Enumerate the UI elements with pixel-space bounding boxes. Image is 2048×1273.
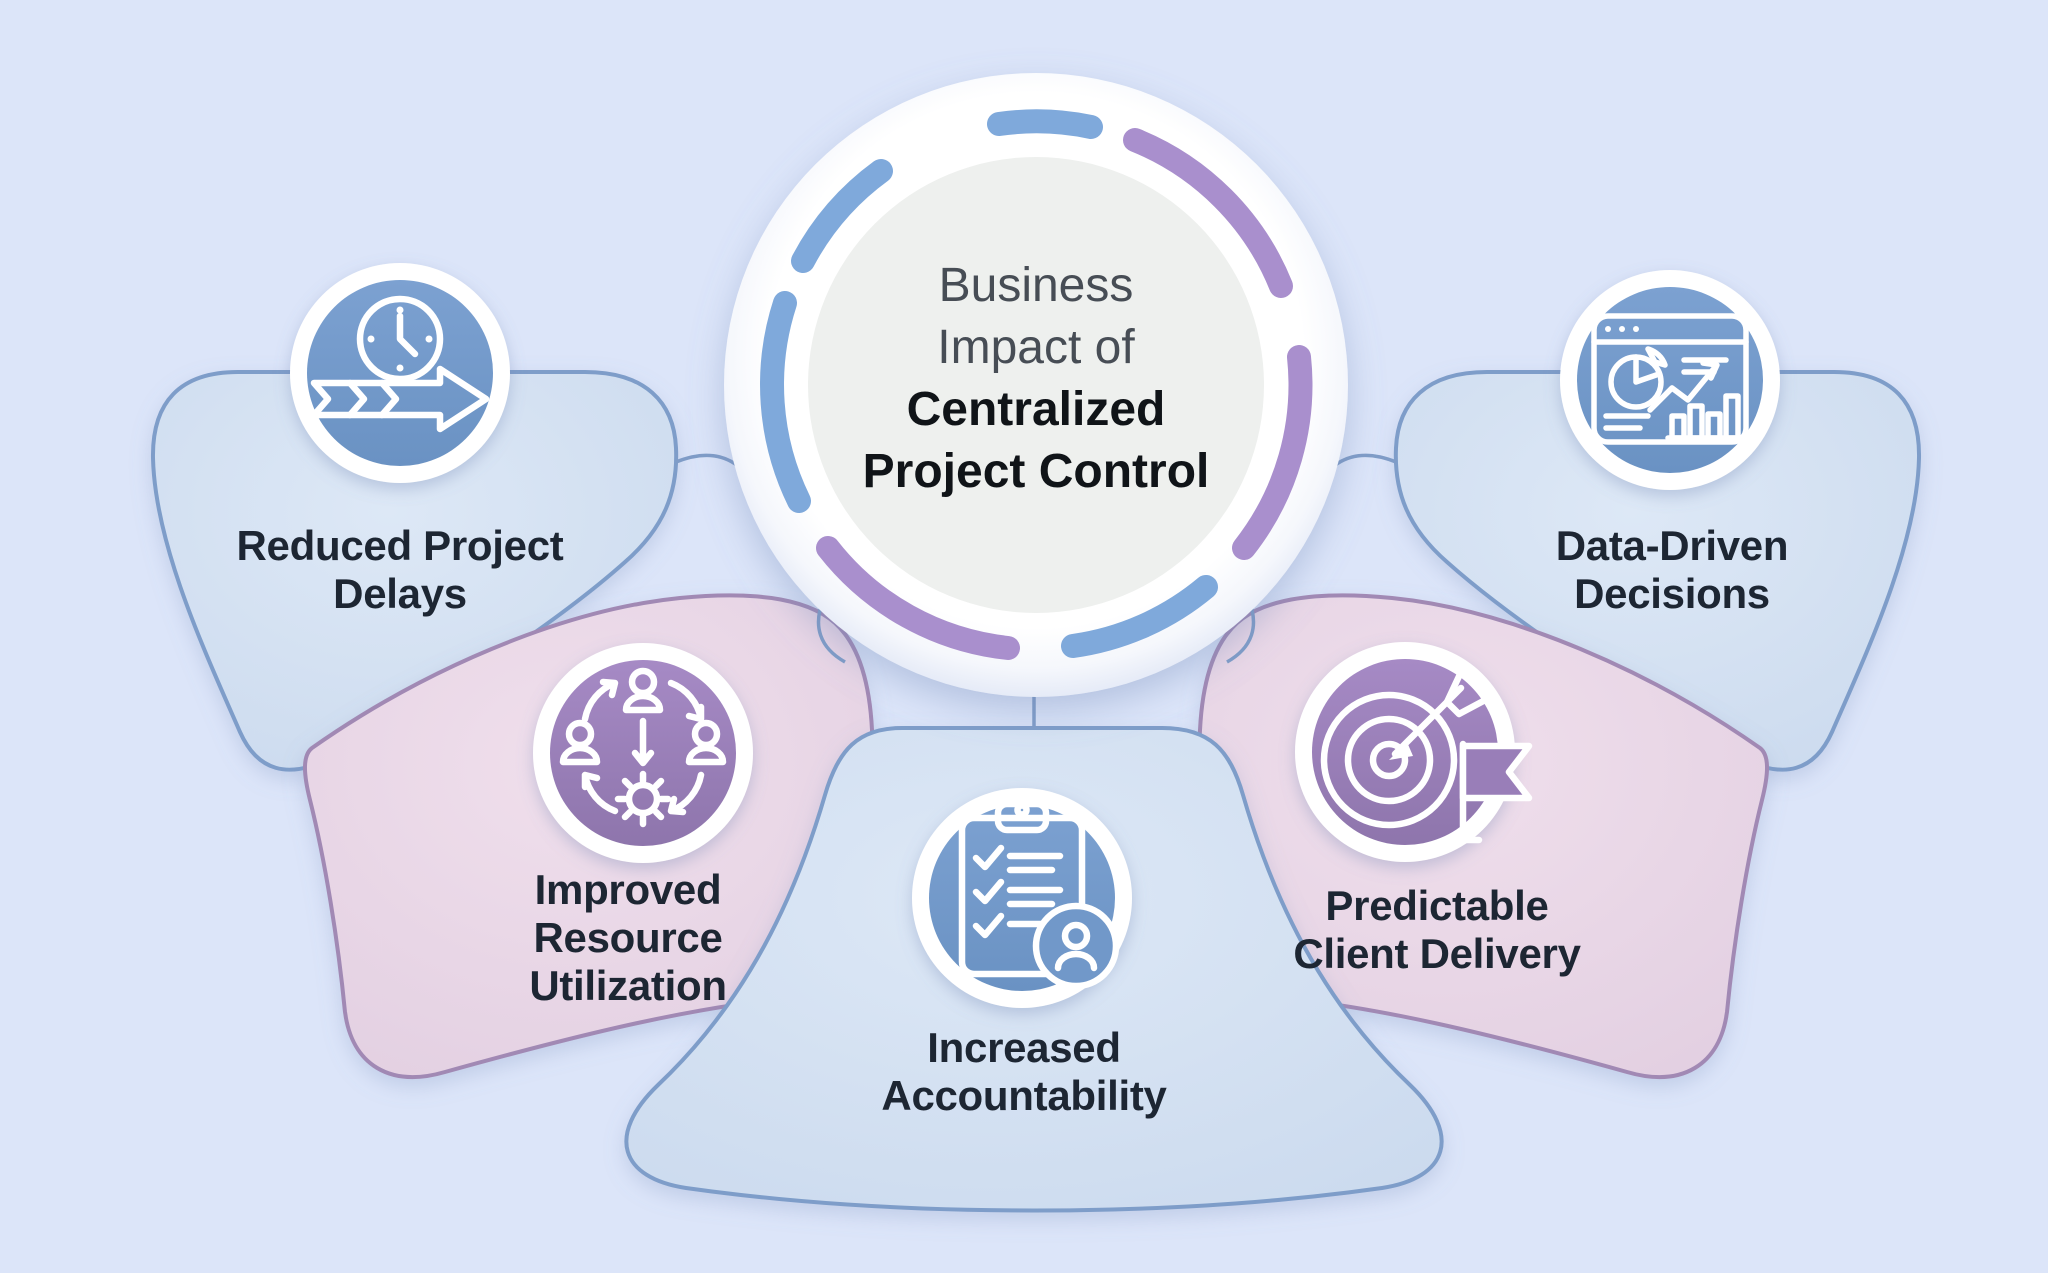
label-line: Decisions (1574, 570, 1770, 617)
label-increased-accountability: Increased Accountability (881, 1024, 1166, 1120)
target-flag-icon (1295, 642, 1533, 862)
label-line: Client Delivery (1293, 930, 1581, 977)
center-title-line: Centralized (906, 383, 1166, 436)
center-title-line: Business (938, 259, 1134, 312)
label-data-driven-decisions: Data-Driven Decisions (1555, 522, 1789, 618)
center-title-line: Project Control (862, 445, 1210, 498)
label-line: Data-Driven (1555, 522, 1789, 569)
label-improved-resource-utilization: Improved Resource Utilization (529, 866, 727, 1010)
label-line: Utilization (529, 962, 727, 1009)
clock-timeline-icon (290, 263, 510, 483)
label-reduced-project-delays: Reduced Project Delays (237, 522, 564, 618)
label-line: Predictable (1325, 882, 1549, 929)
central-inner-circle (808, 157, 1264, 613)
label-line: Resource (533, 914, 723, 961)
label-line: Improved (534, 866, 722, 913)
center-title: Business Impact of Centralized Project C… (863, 255, 1210, 503)
label-predictable-client-delivery: Predictable Client Delivery (1293, 882, 1581, 978)
central-node (724, 73, 1348, 697)
analytics-dashboard-icon (1560, 270, 1780, 490)
clipboard-checklist-icon (912, 788, 1132, 1008)
label-line: Reduced Project (236, 522, 564, 569)
team-gear-icon (533, 643, 753, 863)
label-line: Accountability (881, 1072, 1167, 1119)
label-line: Delays (333, 570, 467, 617)
central-dashed-ring (760, 109, 1313, 660)
label-line: Increased (927, 1024, 1121, 1071)
center-title-line: Impact of (937, 321, 1135, 374)
